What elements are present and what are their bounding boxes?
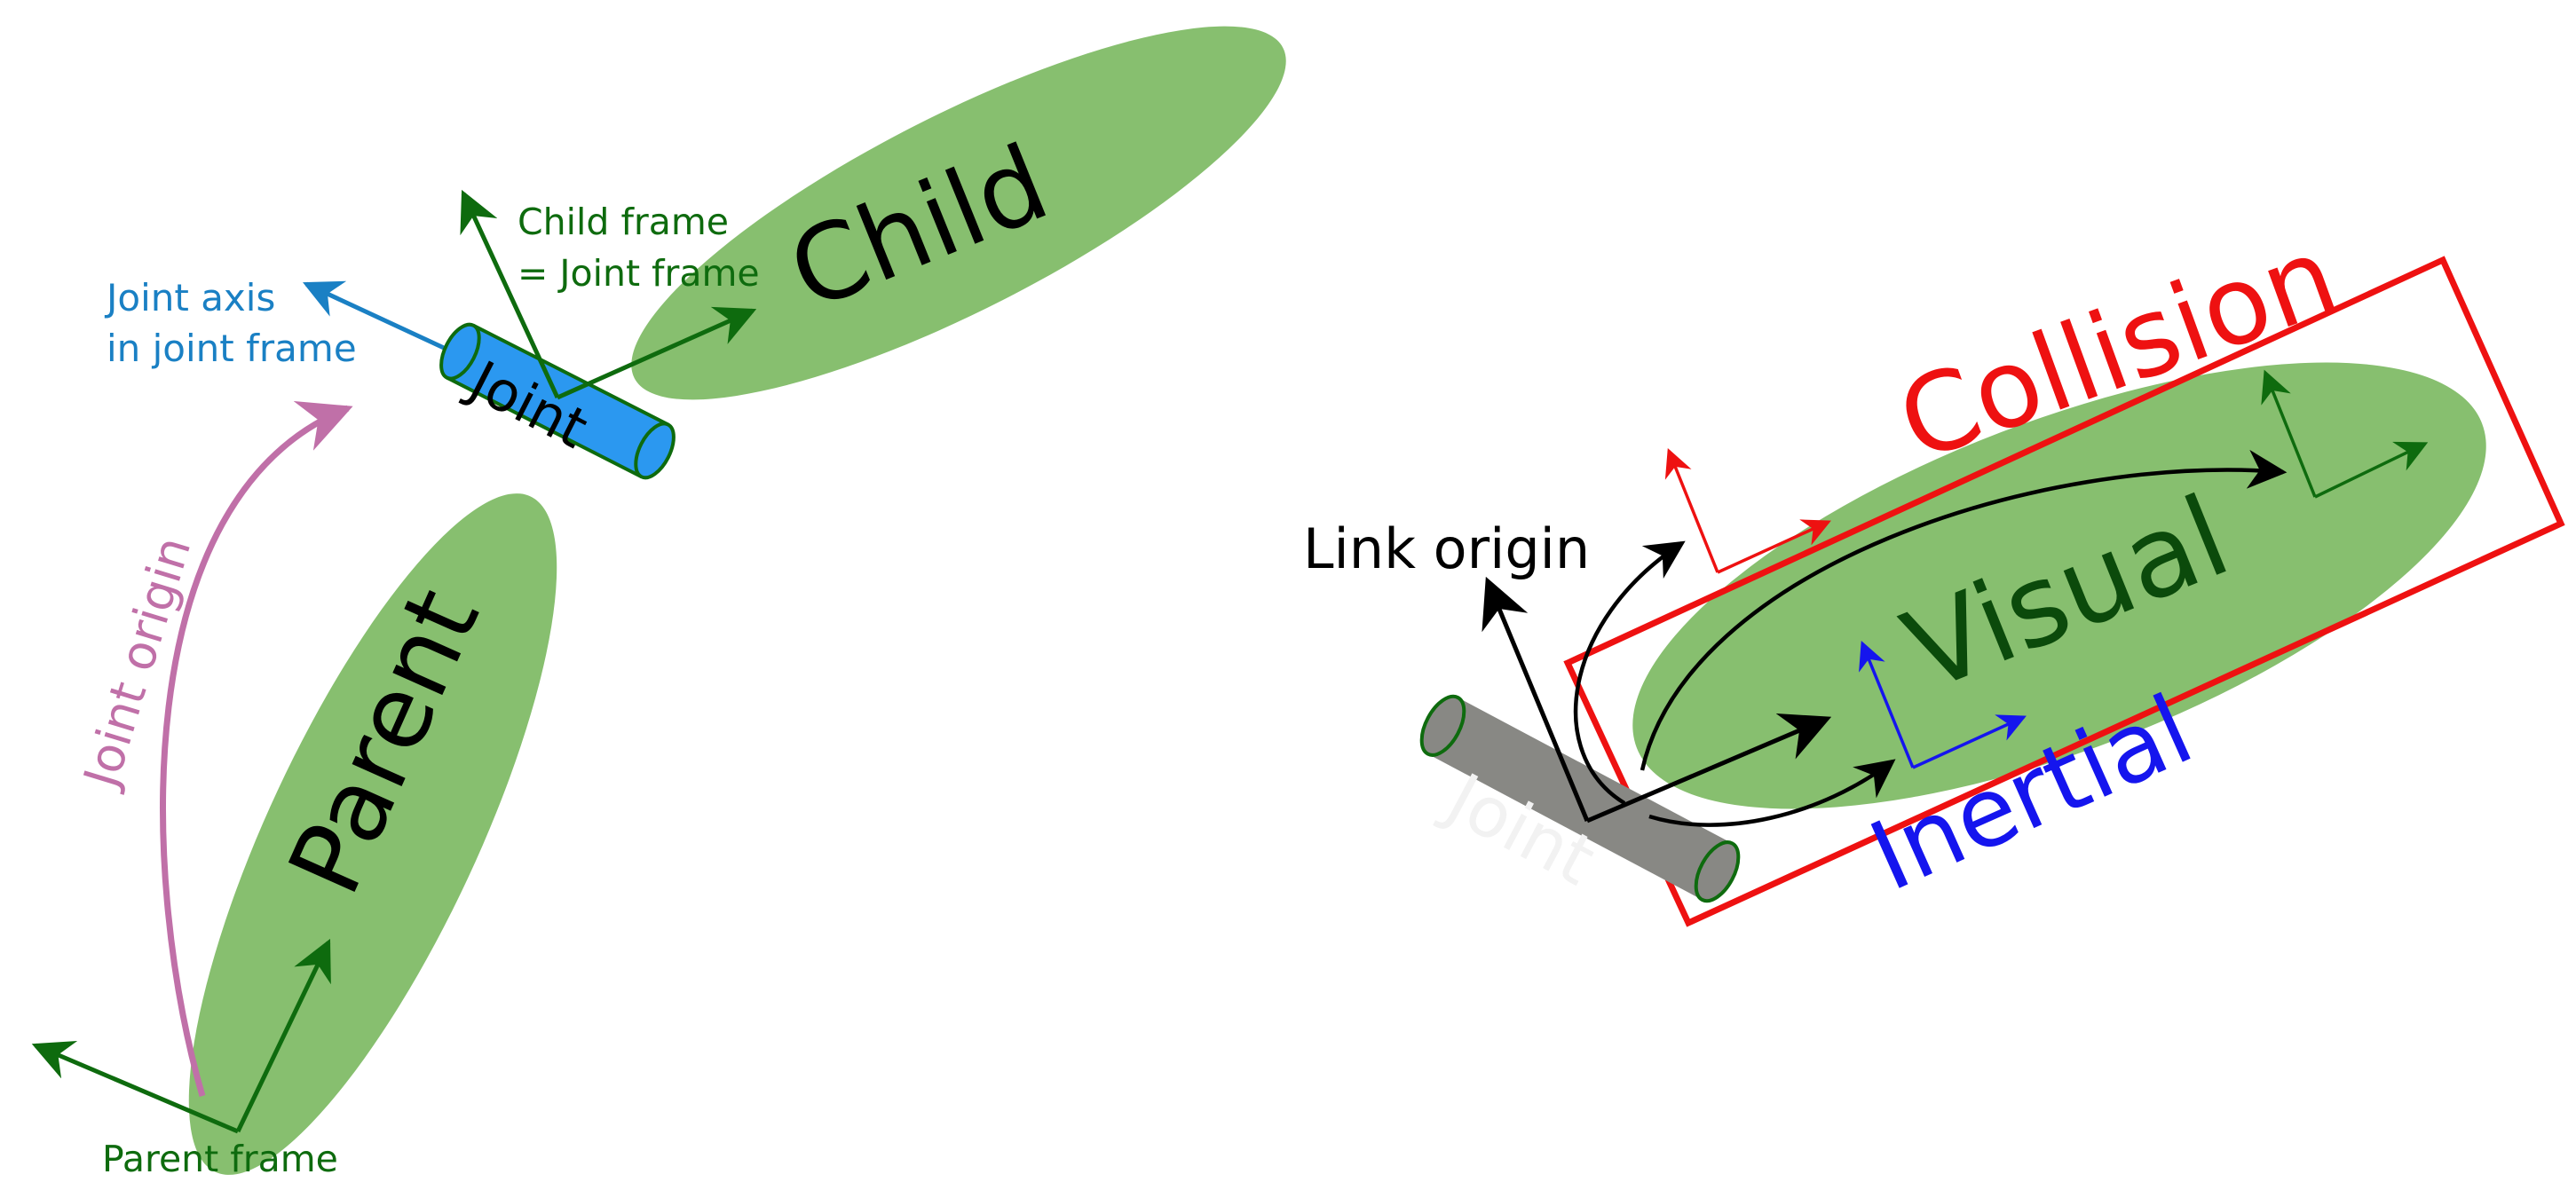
parent-link-shape — [188, 493, 557, 1175]
collision-frame-y-arrow — [1664, 448, 1719, 573]
origin-to-visual-frame-arrow — [1640, 449, 2288, 771]
origin-to-collision-arrow — [1574, 540, 1686, 805]
link-origin-y-arrow — [1482, 576, 1590, 822]
joint-origin-arrow — [160, 401, 353, 1097]
joint-axis-label-line1: Joint axis — [104, 276, 275, 319]
joint-axis-arrow — [303, 280, 446, 351]
child-frame-label-line1: Child frame — [518, 201, 729, 243]
visual-frame-y-arrow — [2261, 369, 2317, 498]
child-frame-y-arrow — [460, 189, 560, 399]
parent-frame-x-arrow — [235, 938, 331, 1133]
joint-axis-label-line2: in joint frame — [107, 327, 357, 370]
collision-frame-x-arrow — [1717, 519, 1831, 574]
parent-frame-y-arrow — [31, 1041, 239, 1134]
link-origin-label: Link origin — [1303, 516, 1590, 581]
inertial-frame-y-arrow — [1859, 641, 1915, 768]
visual-frame-x-arrow — [2314, 441, 2429, 499]
right-diagram: Joint Link origin Collision Visual Inert… — [1303, 212, 2565, 927]
left-diagram: Parent frame Joint origin Parent Joint a… — [31, 26, 1286, 1180]
joint-origin-label: Joint origin — [72, 531, 201, 796]
child-frame-x-arrow — [556, 306, 757, 400]
parent-frame-label: Parent frame — [102, 1138, 338, 1180]
child-frame-label-line2: = Joint frame — [518, 252, 760, 295]
origin-to-inertial-arrow — [1648, 759, 1896, 827]
child-link-shape — [631, 26, 1286, 400]
joint-cylinder — [439, 322, 676, 480]
link-origin-x-arrow — [1586, 713, 1832, 824]
inertial-frame-x-arrow — [1912, 714, 2027, 769]
